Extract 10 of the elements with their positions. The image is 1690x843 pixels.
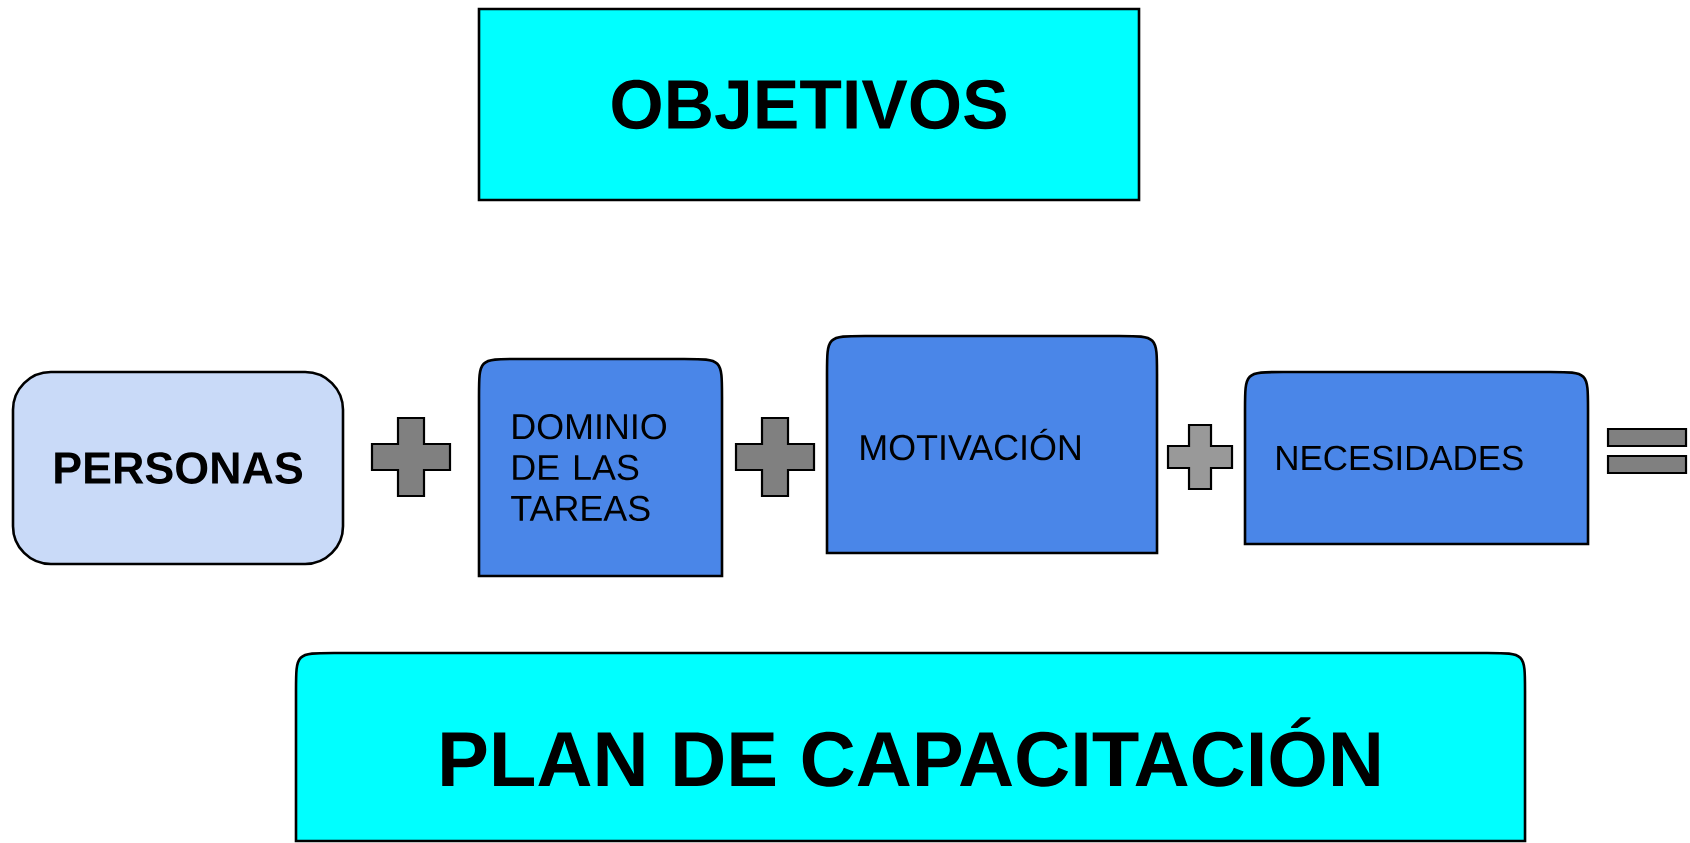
process-box: MOTIVACIÓN [825, 334, 1159, 555]
plus-sign [734, 416, 816, 498]
title-box: PLAN DE CAPACITACIÓN [294, 651, 1527, 843]
process-box: DOMINIO DE LAS TAREAS [477, 357, 724, 578]
plus-sign [1166, 423, 1234, 491]
equals-sign [1606, 427, 1688, 475]
process-box: NECESIDADES [1243, 370, 1590, 546]
plus-sign [370, 416, 452, 498]
title-box: PERSONAS [11, 370, 345, 566]
title-box: OBJETIVOS [477, 7, 1141, 202]
